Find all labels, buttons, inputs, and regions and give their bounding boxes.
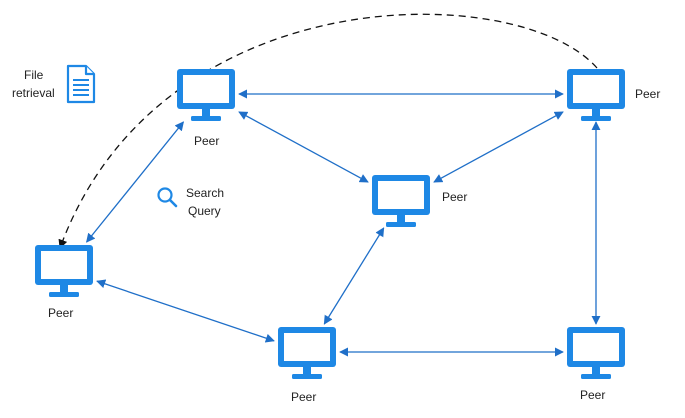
file-retrieval-label-line1: File [24,68,44,82]
connection-top-right-center [433,111,564,183]
connections-layer [86,89,601,357]
search-query-label-line2: Query [188,204,221,218]
search-query-label-line1: Search [186,186,225,200]
peer-label-center: Peer [442,190,468,204]
computer-monitor-icon [278,327,336,379]
peer-label-top-left: Peer [194,134,220,148]
peer-label-left: Peer [48,306,74,320]
peers-layer [35,69,625,379]
connection-center-bottom-center [323,227,385,325]
computer-monitor-icon [567,69,625,121]
computer-monitor-icon [372,175,430,227]
file-retrieval-path [58,13,598,249]
computer-monitor-icon [35,245,93,297]
connection-top-left-center [238,111,369,183]
peer-label-top-right: Peer [635,87,661,101]
magnifier-icon [157,187,178,208]
connection-top-left-left [86,121,184,243]
connection-left-bottom-center [96,279,275,343]
peer-label-bottom-right: Peer [580,388,606,402]
computer-monitor-icon [177,69,235,121]
document-icon [66,64,96,104]
peer-label-bottom-center: Peer [291,390,317,404]
computer-monitor-icon [567,327,625,379]
file-retrieval-label-line2: retrieval [12,86,55,100]
